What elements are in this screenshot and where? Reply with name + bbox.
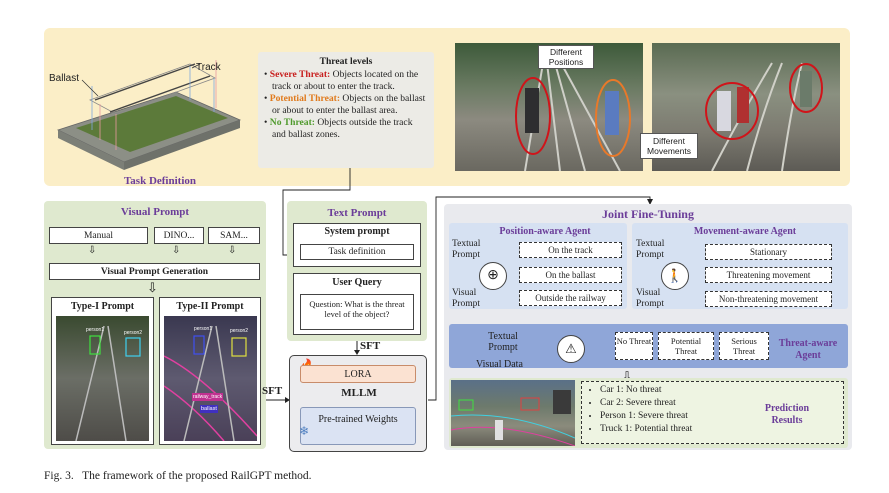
severe-label: Severe Threat:: [269, 69, 331, 80]
sft-label-left: SFT: [262, 385, 283, 397]
serious-threat-option: Serious Threat: [719, 332, 769, 360]
photo-positions-drawing: [515, 62, 631, 171]
different-movements-label: Different Movements: [640, 133, 698, 159]
threat-levels-box: Threat levels • Severe Threat: Objects l…: [258, 52, 434, 168]
result-item: Person 1: Severe threat: [600, 410, 692, 423]
threat-agent-icon: ⚠: [557, 335, 585, 363]
textual-prompt-label: Textual Prompt: [452, 239, 481, 260]
movement-agent-icon: 🚶: [661, 262, 689, 290]
sam-box: SAM...: [208, 227, 260, 244]
no-threat-option: No Threat: [615, 332, 653, 360]
visual-prompt-title: Visual Prompt: [120, 206, 190, 218]
person2-tag: person2: [230, 328, 249, 334]
no-threat-item: • No Threat: Objects outside the track a…: [264, 117, 413, 140]
non-threatening-option: Non-threatening movement: [705, 291, 832, 307]
ballast-label: Ballast: [49, 73, 80, 84]
photo-movements-drawing: [705, 62, 823, 171]
track-label: Track: [196, 62, 221, 73]
on-track-option: On the track: [519, 242, 622, 258]
result-item: Truck 1: Potential threat: [600, 423, 692, 436]
type1-image: person1 person2: [56, 316, 149, 441]
type1-title: Type-I Prompt: [70, 301, 135, 312]
person1-tag: person1: [194, 326, 213, 332]
on-ballast-option: On the ballast: [519, 267, 622, 283]
text-prompt-title: Text Prompt: [327, 207, 387, 219]
result-scene-drawing: [451, 390, 575, 446]
joint-fine-tuning-title: Joint Fine-Tuning: [602, 207, 694, 221]
threatening-option: Threatening movement: [705, 267, 832, 283]
figure-caption: Fig. 3. The framework of the proposed Ra…: [44, 470, 312, 482]
threat-levels-title: Threat levels: [319, 56, 373, 67]
sft-label-top: SFT: [360, 340, 381, 352]
textual-prompt-label-threat: Textual Prompt: [488, 331, 518, 353]
no-threat-text: Objects outside the track and ballast zo…: [272, 117, 413, 140]
task-definition-title: Task Definition: [123, 175, 197, 187]
type2-prompt-box: Type-II Prompt person1 person2 railway_t…: [159, 297, 261, 445]
potential-label: Potential Threat:: [269, 93, 341, 104]
mllm-box: 🔥 LORA MLLM Pre-trained Weights ❄: [289, 355, 427, 452]
textual-prompt-label: Textual Prompt: [636, 239, 665, 260]
ballast-tag: ballast: [200, 405, 218, 413]
outside-railway-option: Outside the railway: [519, 290, 622, 306]
movement-agent-title: Movement-aware Agent: [693, 226, 797, 237]
result-item: Car 1: No threat: [600, 384, 692, 397]
manual-box: Manual: [49, 227, 148, 244]
down-arrow-icon: ⇩: [172, 245, 181, 256]
result-item: Car 2: Severe threat: [600, 397, 692, 410]
visual-prompt-generation-box: Visual Prompt Generation: [49, 263, 260, 280]
visual-prompt-label: Visual Prompt: [636, 288, 664, 309]
severe-item: • Severe Threat: Objects located on the …: [264, 69, 419, 92]
user-query-box: User Query Question: What is the threat …: [293, 273, 421, 335]
prediction-results-box: [581, 381, 844, 444]
potential-text: Objects on the ballast or about to enter…: [272, 93, 426, 116]
threat-agent-title: Threat-aware Agent: [778, 338, 838, 361]
question-box: Question: What is the threat level of th…: [300, 294, 414, 330]
down-arrow-icon: ⇩: [622, 369, 633, 383]
pretrained-weights-box: Pre-trained Weights: [300, 407, 416, 445]
down-arrow-icon: ⇩: [228, 245, 237, 256]
person1-tag: person1: [86, 327, 105, 333]
system-prompt-box: System prompt Task definition: [293, 223, 421, 267]
user-query-title: User Query: [332, 277, 382, 288]
type2-title: Type-II Prompt: [176, 301, 244, 312]
dino-box: DINO...: [154, 227, 204, 244]
type2-image: person1 person2 railway_track ballast: [164, 316, 257, 441]
snowflake-icon: ❄: [299, 424, 310, 438]
down-arrow-icon: ⇩: [88, 245, 97, 256]
prediction-results-title: Prediction Results: [764, 403, 810, 426]
position-agent-title: Position-aware Agent: [499, 226, 591, 237]
task-definition-box: Task definition: [300, 244, 414, 260]
position-agent-icon: ⊕: [479, 262, 507, 290]
visual-prompt-label: Visual Prompt: [452, 288, 480, 309]
type1-prompt-box: Type-I Prompt person1 person2: [51, 297, 154, 445]
severe-text: Objects located on the track or about to…: [272, 69, 419, 92]
result-scene-photo: [451, 380, 575, 446]
railway-track-tag: railway_track: [192, 393, 224, 401]
potential-item: • Potential Threat: Objects on the balla…: [264, 93, 426, 116]
type2-image-drawing: [164, 325, 257, 441]
system-prompt-title: System prompt: [324, 226, 390, 237]
no-threat-label: No Threat:: [269, 117, 315, 128]
person2-tag: person2: [124, 330, 143, 336]
different-positions-label: Different Positions: [538, 45, 594, 69]
visual-data-label: Visual Data: [476, 359, 523, 370]
potential-threat-option: Potential Threat: [658, 332, 714, 360]
results-list: Car 1: No threat Car 2: Severe threat Pe…: [586, 384, 692, 436]
stationary-option: Stationary: [705, 244, 832, 260]
down-arrow-icon: ⇩: [147, 280, 158, 295]
lora-box: LORA: [300, 365, 416, 383]
mllm-title: MLLM: [341, 387, 377, 399]
type1-image-drawing: [75, 325, 141, 441]
